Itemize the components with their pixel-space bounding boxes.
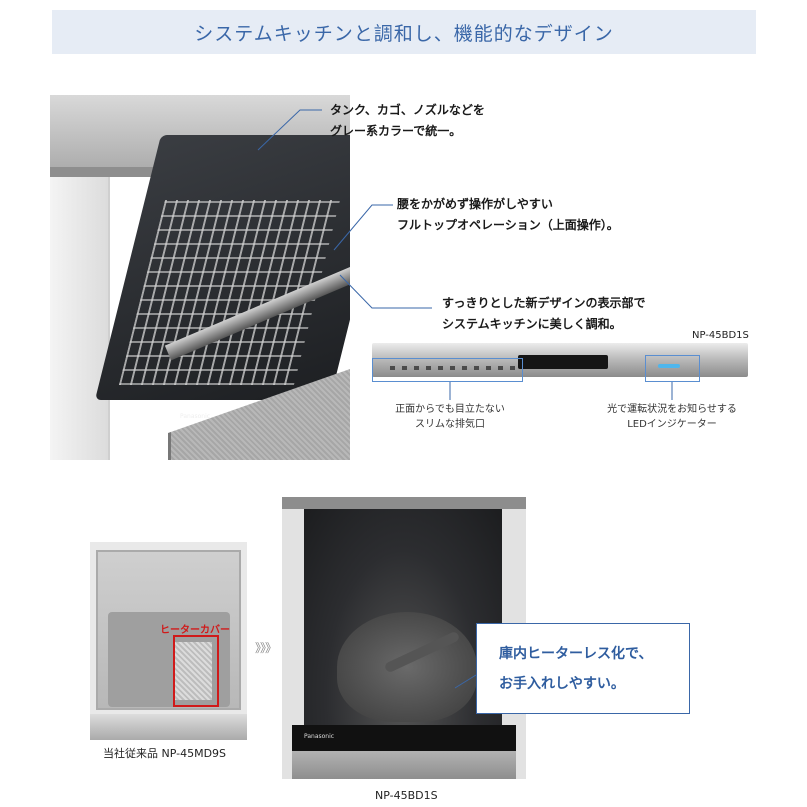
kitchen-cabinet — [50, 177, 110, 460]
new-front-panel — [292, 725, 516, 751]
callout-tank-line2: グレー系カラーで統一。 — [330, 124, 462, 138]
callout-tank-line1: タンク、カゴ、ノズルなどを — [330, 103, 485, 117]
led-caption-line2: LEDインジケーター — [627, 419, 717, 430]
callout-display: すっきりとした新デザインの表示部で システムキッチンに美しく調和。 — [442, 293, 646, 335]
vent-caption-line2: スリムな排気口 — [415, 419, 485, 430]
exhaust-vent — [390, 366, 520, 370]
led-highlight-box — [645, 355, 700, 382]
old-model-caption: 当社従来品 NP-45MD9S — [103, 747, 227, 760]
vent-caption-line1: 正面からでも目立たない — [395, 404, 505, 415]
new-tub-floor — [337, 612, 477, 722]
page-title: システムキッチンと調和し、機能的なデザイン — [194, 22, 614, 45]
old-model-photo — [90, 542, 247, 740]
old-front-panel — [90, 714, 247, 740]
callout-display-line2: システムキッチンに美しく調和。 — [442, 317, 622, 331]
vent-caption: 正面からでも目立たない スリムな排気口 — [380, 402, 520, 432]
callout-flat-top-line1: 腰をかがめず操作がしやすい — [397, 197, 553, 211]
feature-bubble-line2: お手入れしやすい。 — [499, 675, 625, 692]
title-band: システムキッチンと調和し、機能的なデザイン — [52, 10, 756, 54]
new-countertop — [282, 497, 526, 509]
new-model-photo: Panasonic — [282, 497, 526, 779]
new-brand-logo: Panasonic — [304, 733, 335, 740]
heater-highlight-box — [173, 635, 219, 707]
leader-line-display — [339, 274, 432, 309]
feature-bubble: 庫内ヒーターレス化で、 お手入れしやすい。 — [476, 623, 690, 714]
callout-tank: タンク、カゴ、ノズルなどを グレー系カラーで統一。 — [330, 100, 485, 142]
brand-logo: Panasonic — [180, 413, 211, 420]
feature-bubble-line1: 庫内ヒーターレス化で、 — [499, 645, 653, 662]
chevron-right-icon: 》》》 — [255, 641, 277, 655]
new-model-caption: NP-45BD1S — [375, 789, 438, 802]
led-indicator-icon — [658, 364, 680, 368]
dishwasher-open-photo: Panasonic — [50, 95, 350, 460]
heater-cover-label: ヒーターカバー — [160, 625, 230, 636]
panel-display — [518, 355, 608, 369]
callout-flat-top-line2: フルトップオペレーション（上面操作）。 — [397, 218, 619, 232]
panel-model-label: NP-45BD1S — [692, 330, 749, 341]
led-caption: 光で運転状況をお知らせする LEDインジケーター — [597, 402, 747, 432]
vent-highlight-box — [372, 358, 523, 382]
heater-cover — [174, 642, 212, 700]
new-door-panel — [292, 751, 516, 779]
control-panel-strip — [372, 343, 748, 377]
callout-flat-top: 腰をかがめず操作がしやすい フルトップオペレーション（上面操作）。 — [397, 194, 619, 236]
led-caption-line1: 光で運転状況をお知らせする — [607, 404, 737, 415]
callout-display-line1: すっきりとした新デザインの表示部で — [442, 296, 646, 310]
